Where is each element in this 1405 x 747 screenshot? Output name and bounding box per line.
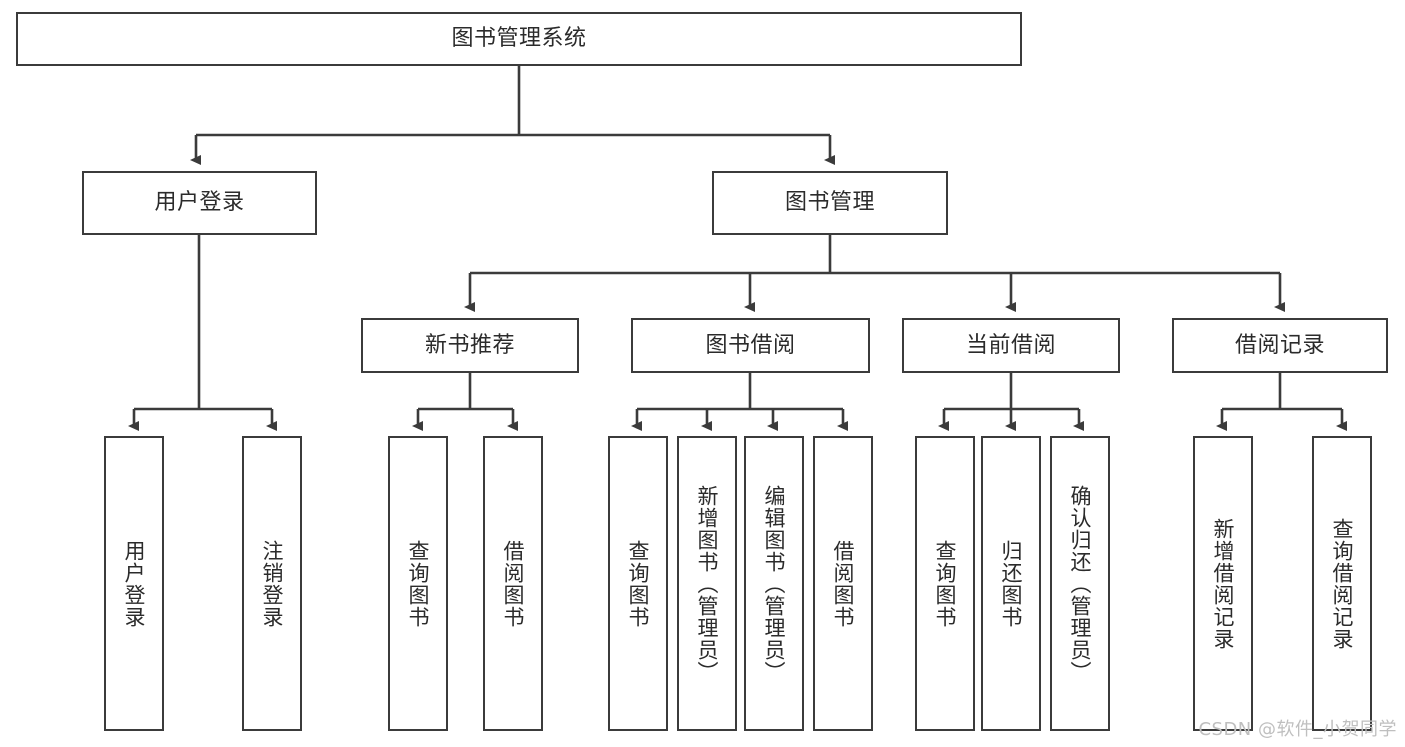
node-label: 查询借阅记录 — [1330, 517, 1355, 650]
node-label: 借阅图书 — [831, 539, 856, 628]
leaf-recommend-query-book[interactable]: 查询图书 — [388, 436, 448, 731]
node-label: 注销登录 — [260, 539, 285, 628]
leaf-user-login-login[interactable]: 用户登录 — [104, 436, 164, 731]
node-label: 借阅图书 — [501, 539, 526, 628]
node-user-login[interactable]: 用户登录 — [82, 171, 317, 235]
node-label: 新书推荐 — [424, 332, 515, 358]
node-root-system[interactable]: 图书管理系统 — [16, 12, 1022, 66]
leaf-borrow-edit-book-admin[interactable]: 编辑图书（管理员） — [744, 436, 804, 731]
node-label: 图书借阅 — [705, 332, 796, 358]
node-label: 图书管理系统 — [451, 26, 587, 52]
node-label: 查询图书 — [933, 539, 958, 628]
node-borrow-record[interactable]: 借阅记录 — [1172, 318, 1388, 373]
node-label: 查询图书 — [626, 539, 651, 628]
leaf-current-query-book[interactable]: 查询图书 — [915, 436, 975, 731]
node-book-management[interactable]: 图书管理 — [712, 171, 948, 235]
leaf-borrow-query-book[interactable]: 查询图书 — [608, 436, 668, 731]
node-label: 新增图书（管理员） — [695, 484, 720, 683]
leaf-recommend-borrow-book[interactable]: 借阅图书 — [483, 436, 543, 731]
leaf-borrow-borrow-book[interactable]: 借阅图书 — [813, 436, 873, 731]
node-current-borrow[interactable]: 当前借阅 — [902, 318, 1120, 373]
leaf-current-return-book[interactable]: 归还图书 — [981, 436, 1041, 731]
leaf-borrow-add-book-admin[interactable]: 新增图书（管理员） — [677, 436, 737, 731]
leaf-current-confirm-return-admin[interactable]: 确认归还（管理员） — [1050, 436, 1110, 731]
node-label: 图书管理 — [784, 190, 875, 216]
node-label: 编辑图书（管理员） — [762, 484, 787, 683]
node-label: 归还图书 — [999, 539, 1024, 628]
node-label: 查询图书 — [406, 539, 431, 628]
node-label: 用户登录 — [122, 539, 147, 628]
leaf-record-add-record[interactable]: 新增借阅记录 — [1193, 436, 1253, 731]
leaf-user-login-logout[interactable]: 注销登录 — [242, 436, 302, 731]
node-new-book-recommend[interactable]: 新书推荐 — [361, 318, 579, 373]
node-label: 新增借阅记录 — [1211, 517, 1236, 650]
leaf-record-query-record[interactable]: 查询借阅记录 — [1312, 436, 1372, 731]
node-book-borrow[interactable]: 图书借阅 — [631, 318, 870, 373]
node-label: 当前借阅 — [965, 332, 1056, 358]
node-label: 确认归还（管理员） — [1068, 484, 1093, 683]
node-label: 用户登录 — [154, 190, 245, 216]
watermark-text: CSDN @软件_小贺同学 — [1198, 719, 1397, 740]
node-label: 借阅记录 — [1234, 332, 1325, 358]
